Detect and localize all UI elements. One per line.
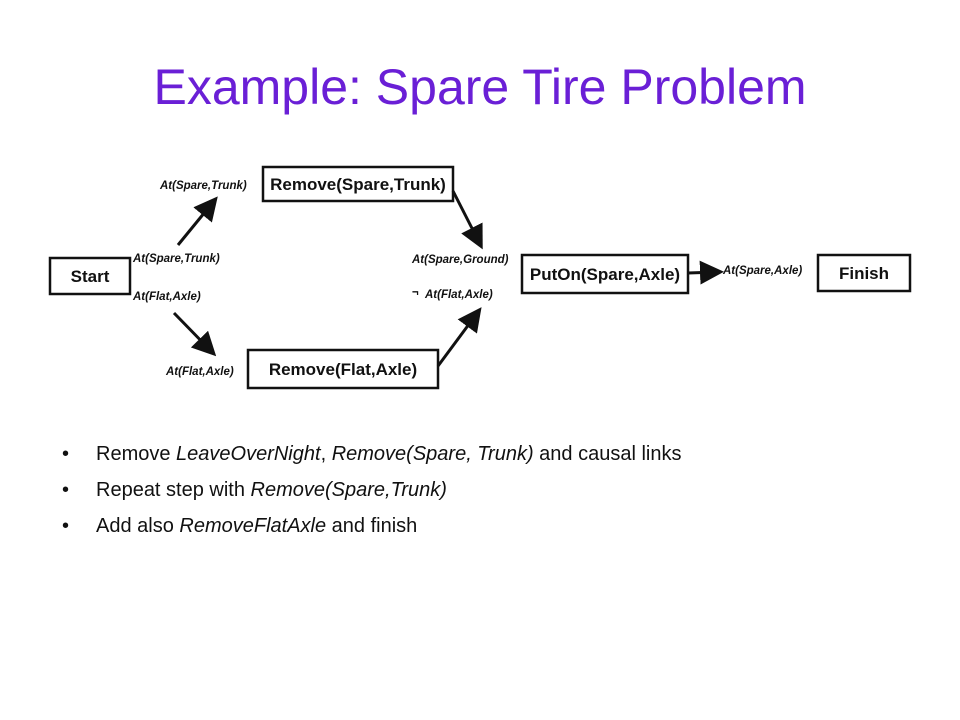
- precond-remove-spare-trunk: At(Spare,Trunk): [159, 180, 247, 192]
- start-node: Start: [48, 256, 132, 296]
- link-remove-spare-trunk-to-puton: [451, 190, 483, 250]
- precond-puton-spare-ground: At(Spare,Ground): [411, 254, 509, 266]
- start-effect-spare-trunk: At(Spare,Trunk): [132, 253, 220, 265]
- bullet-item: Repeat step with Remove(Spare,Trunk): [62, 472, 681, 508]
- bullet-text: and finish: [326, 515, 418, 537]
- bullet-text: Repeat step with: [96, 479, 251, 501]
- precond-finish-spare-axle: At(Spare,Axle): [722, 265, 802, 277]
- bullet-text: and causal links: [533, 443, 682, 465]
- bullet-item: Add also RemoveFlatAxle and finish: [62, 508, 681, 544]
- precond-remove-flat-axle: At(Flat,Axle): [165, 366, 234, 378]
- precond-puton-not-flat-axle: At(Flat,Axle): [424, 289, 493, 301]
- bullet-text: Remove: [96, 443, 177, 465]
- puton-spare-axle-node: PutOn(Spare,Axle): [520, 253, 690, 295]
- link-remove-flat-axle-to-puton: [436, 307, 482, 367]
- link-start-to-remove-spare-trunk: [176, 196, 218, 246]
- bullet-italic-text: Remove(Spare, Trunk): [331, 443, 534, 465]
- finish-node: Finish: [816, 253, 912, 293]
- svg-text:PutOn(Spare,Axle): PutOn(Spare,Axle): [530, 265, 680, 284]
- link-start-to-remove-flat-axle: [172, 311, 217, 357]
- svg-text:Finish: Finish: [839, 264, 889, 283]
- plan-diagram: Start Remove(Spare,Trunk) Remove(Flat,Ax…: [48, 165, 912, 390]
- bullet-italic-text: RemoveFlatAxle: [179, 515, 327, 537]
- bullet-text: ,: [320, 443, 332, 465]
- slide-title: Example: Spare Tire Problem: [153, 59, 807, 115]
- bullet-text: Add also: [96, 515, 180, 537]
- bullet-italic-text: LeaveOverNight: [176, 443, 321, 465]
- remove-spare-trunk-node: Remove(Spare,Trunk): [261, 165, 455, 203]
- start-effect-flat-axle: At(Flat,Axle): [132, 291, 201, 303]
- remove-flat-axle-node: Remove(Flat,Axle): [246, 348, 440, 390]
- bullet-italic-text: Remove(Spare,Trunk): [250, 479, 447, 501]
- svg-text:Start: Start: [71, 267, 110, 286]
- link-puton-to-finish: [687, 260, 724, 285]
- svg-text:Remove(Flat,Axle): Remove(Flat,Axle): [269, 360, 417, 379]
- svg-text:Remove(Spare,Trunk): Remove(Spare,Trunk): [270, 175, 446, 194]
- bullet-item: Remove LeaveOverNight, Remove(Spare, Tru…: [62, 436, 681, 472]
- bullet-list: Remove LeaveOverNight, Remove(Spare, Tru…: [62, 436, 681, 544]
- negation-symbol: ¬: [412, 287, 419, 299]
